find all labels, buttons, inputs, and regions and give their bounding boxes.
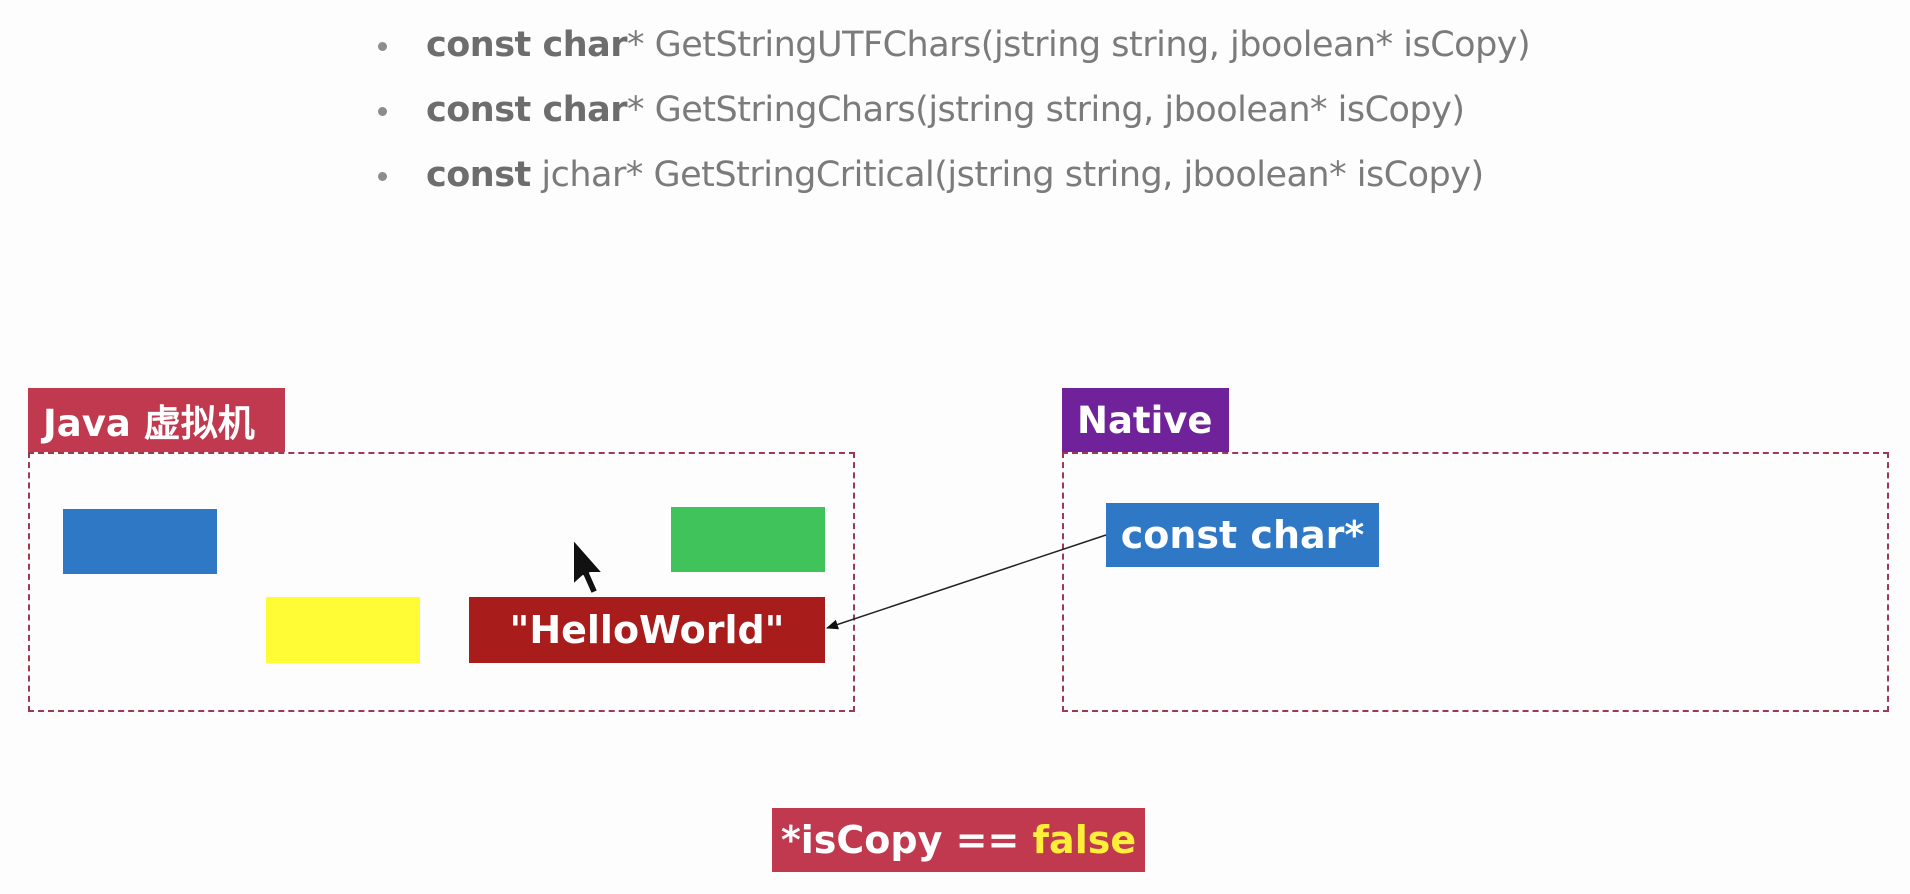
is-copy-prefix: *isCopy == (780, 818, 1033, 862)
signature-rest: jchar* GetStringCritical(jstring string,… (530, 155, 1484, 195)
reference-arrow (826, 534, 1107, 630)
is-copy-value: false (1032, 818, 1137, 862)
bullet-icon (378, 107, 387, 116)
native-region (1062, 452, 1889, 712)
memory-block-blue (63, 509, 217, 574)
signature-keyword: const (426, 155, 531, 195)
bullet-icon (378, 172, 387, 181)
const-char-pointer-block: const char* (1106, 503, 1379, 567)
java-vm-region (28, 452, 855, 712)
native-label: Native (1062, 388, 1229, 452)
signature-rest: * GetStringChars(jstring string, jboolea… (627, 90, 1465, 130)
hello-world-string-block: "HelloWorld" (469, 597, 825, 663)
signature-text: const jchar* GetStringCritical(jstring s… (426, 152, 1484, 198)
mouse-pointer-icon (572, 538, 604, 595)
memory-block-green (671, 507, 825, 572)
is-copy-status: *isCopy == false (772, 808, 1145, 872)
signature-keyword: const char (426, 90, 628, 130)
memory-block-yellow (266, 597, 420, 663)
signature-text: const char* GetStringUTFChars(jstring st… (426, 22, 1531, 68)
signature-rest: * GetStringUTFChars(jstring string, jboo… (627, 25, 1531, 65)
bullet-icon (378, 42, 387, 51)
signature-keyword: const char (426, 25, 628, 65)
java-vm-label: Java 虚拟机 (28, 388, 285, 452)
signature-text: const char* GetStringChars(jstring strin… (426, 87, 1465, 133)
